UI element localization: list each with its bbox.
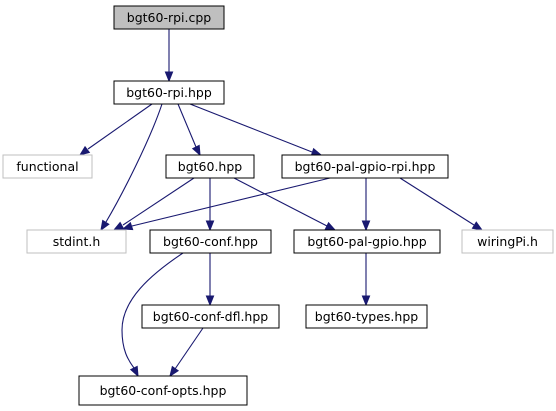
arrowhead (78, 145, 91, 156)
node-bgt60-pal-gpio-rpi-hpp[interactable]: bgt60-pal-gpio-rpi.hpp (281, 154, 449, 179)
arrowhead (205, 295, 215, 307)
edge-line (105, 103, 163, 223)
node-label: bgt60-types.hpp (315, 309, 418, 324)
edge-rpi_hpp-to-functional (78, 103, 153, 156)
node-box (78, 375, 248, 406)
node-label: bgt60-rpi.hpp (126, 85, 212, 100)
node-box (26, 229, 127, 254)
node-stdint-h[interactable]: stdint.h (26, 229, 127, 254)
edge-line (122, 177, 195, 226)
edge-rpi_hpp-to-bgt60_hpp (177, 103, 201, 157)
arrowhead (361, 295, 371, 307)
node-bgt60-rpi-hpp[interactable]: bgt60-rpi.hpp (113, 80, 225, 105)
arrowhead (471, 221, 484, 231)
edge-bgt60_hpp-to-stdint (112, 177, 195, 231)
edge-pal-to-types (361, 253, 371, 307)
node-box (113, 80, 225, 105)
edge-bgt60_hpp-to-pal (233, 177, 337, 231)
edge-conf-to-conf_dfl (205, 253, 215, 307)
node-wiringpi-h[interactable]: wiringPi.h (461, 229, 554, 254)
arrowhead (121, 221, 134, 231)
arrowhead (164, 71, 174, 83)
arrowhead (191, 144, 201, 157)
node-label: bgt60-conf-dfl.hpp (153, 309, 268, 324)
edge-line (131, 177, 331, 227)
node-box (305, 304, 428, 329)
node-box (2, 154, 93, 179)
node-box (165, 154, 255, 179)
arrowhead (324, 221, 337, 231)
node-label: bgt60-conf.hpp (163, 234, 258, 249)
arrowhead (169, 365, 180, 378)
node-box (281, 154, 449, 179)
edge-conf_dfl-to-conf_opts (169, 327, 204, 378)
edge-line (189, 103, 313, 153)
node-functional[interactable]: functional (2, 154, 93, 179)
arrowhead (100, 219, 110, 232)
node-bgt60-conf-opts-hpp[interactable]: bgt60-conf-opts.hpp (78, 375, 248, 406)
node-label: bgt60.hpp (178, 159, 243, 174)
node-bgt60-conf-hpp[interactable]: bgt60-conf.hpp (149, 229, 272, 254)
edges-layer (78, 29, 484, 378)
node-label: stdint.h (53, 234, 101, 249)
node-label: bgt60-pal-gpio-rpi.hpp (295, 159, 436, 174)
edge-pal_rpi-to-stdint (121, 177, 331, 231)
edge-pal_rpi-to-pal (361, 178, 371, 232)
arrowhead (129, 365, 139, 378)
nodes-layer: bgt60-rpi.cpp bgt60-rpi.hpp functional b… (2, 5, 554, 406)
node-box (149, 229, 272, 254)
node-bgt60-hpp[interactable]: bgt60.hpp (165, 154, 255, 179)
node-label: bgt60-conf-opts.hpp (100, 383, 227, 398)
edge-pal_rpi-to-wiring (399, 177, 484, 231)
node-label: bgt60-rpi.cpp (127, 10, 212, 25)
edge-rpi_hpp-to-stdint (100, 103, 163, 232)
node-box (141, 304, 280, 329)
node-box (113, 5, 225, 30)
node-bgt60-types-hpp[interactable]: bgt60-types.hpp (305, 304, 428, 329)
edge-line (174, 327, 204, 370)
node-bgt60-conf-dfl-hpp[interactable]: bgt60-conf-dfl.hpp (141, 304, 280, 329)
node-bgt60-rpi-cpp[interactable]: bgt60-rpi.cpp (113, 5, 225, 30)
arrowhead (361, 220, 371, 232)
node-label: wiringPi.h (477, 234, 538, 249)
edge-line (87, 103, 153, 150)
edge-cpp-to-rpi_hpp (164, 29, 174, 83)
edge-line (121, 252, 184, 369)
arrowhead (205, 220, 215, 232)
edge-line (177, 103, 197, 148)
edge-rpi_hpp-to-pal_rpi (189, 103, 323, 157)
edge-conf-to-conf_opts (121, 252, 184, 378)
edge-line (399, 177, 475, 226)
node-label: functional (16, 159, 78, 174)
node-bgt60-pal-gpio-hpp[interactable]: bgt60-pal-gpio.hpp (293, 229, 441, 254)
arrowhead (112, 221, 125, 231)
node-label: bgt60-pal-gpio.hpp (307, 234, 426, 249)
node-box (293, 229, 441, 254)
edge-bgt60_hpp-to-conf (205, 178, 215, 232)
node-box (461, 229, 554, 254)
edge-line (233, 177, 328, 227)
